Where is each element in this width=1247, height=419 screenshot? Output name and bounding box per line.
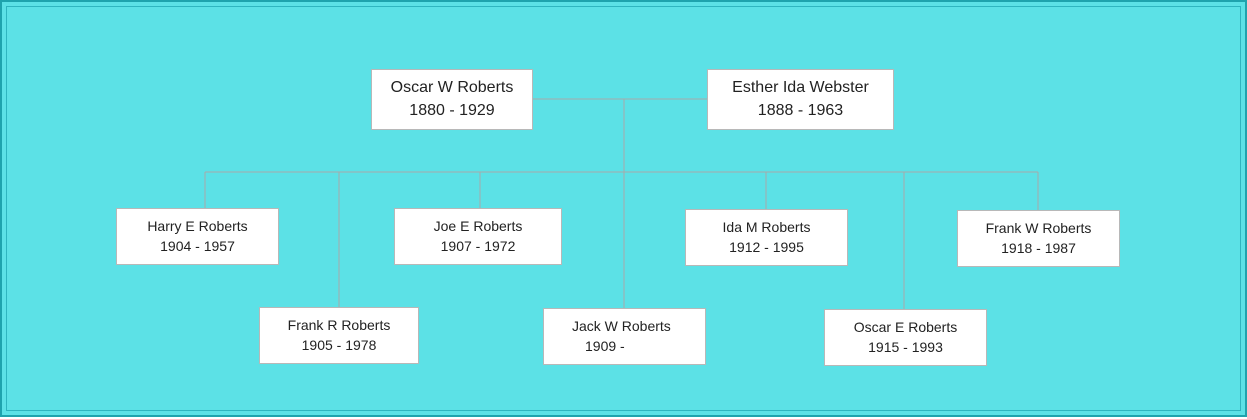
person-years: 1909 - — [585, 337, 625, 354]
person-name: Jack W Roberts — [572, 317, 671, 334]
child-box[interactable]: Jack W Roberts 1909 - — [543, 308, 706, 365]
child-box[interactable]: Joe E Roberts 1907 - 1972 — [394, 208, 562, 265]
parent-box-mother[interactable]: Esther Ida Webster 1888 - 1963 — [707, 69, 894, 130]
person-name: Frank R Roberts — [287, 316, 391, 333]
person-years: 1912 - 1995 — [729, 238, 804, 255]
person-name: Oscar E Roberts — [853, 318, 958, 335]
person-years: 1918 - 1987 — [1001, 239, 1076, 256]
person-years: 1904 - 1957 — [160, 237, 235, 254]
child-box[interactable]: Frank R Roberts 1905 - 1978 — [259, 307, 419, 364]
person-years: 1888 - 1963 — [757, 101, 844, 119]
child-box[interactable]: Oscar E Roberts 1915 - 1993 — [824, 309, 987, 366]
person-years: 1907 - 1972 — [440, 237, 516, 254]
person-name: Harry E Roberts — [147, 217, 248, 234]
person-name: Esther Ida Webster — [732, 79, 869, 97]
person-name: Ida M Roberts — [722, 218, 811, 235]
person-years: 1905 - 1978 — [301, 336, 377, 353]
person-name: Frank W Roberts — [985, 219, 1092, 236]
child-box[interactable]: Ida M Roberts 1912 - 1995 — [685, 209, 848, 266]
child-box[interactable]: Harry E Roberts 1904 - 1957 — [116, 208, 279, 265]
parent-box-father[interactable]: Oscar W Roberts 1880 - 1929 — [371, 69, 533, 130]
person-name: Joe E Roberts — [433, 217, 523, 234]
person-name: Oscar W Roberts — [390, 79, 514, 97]
person-years: 1915 - 1993 — [868, 338, 943, 355]
person-years: 1880 - 1929 — [409, 101, 495, 119]
child-box[interactable]: Frank W Roberts 1918 - 1987 — [957, 210, 1120, 267]
